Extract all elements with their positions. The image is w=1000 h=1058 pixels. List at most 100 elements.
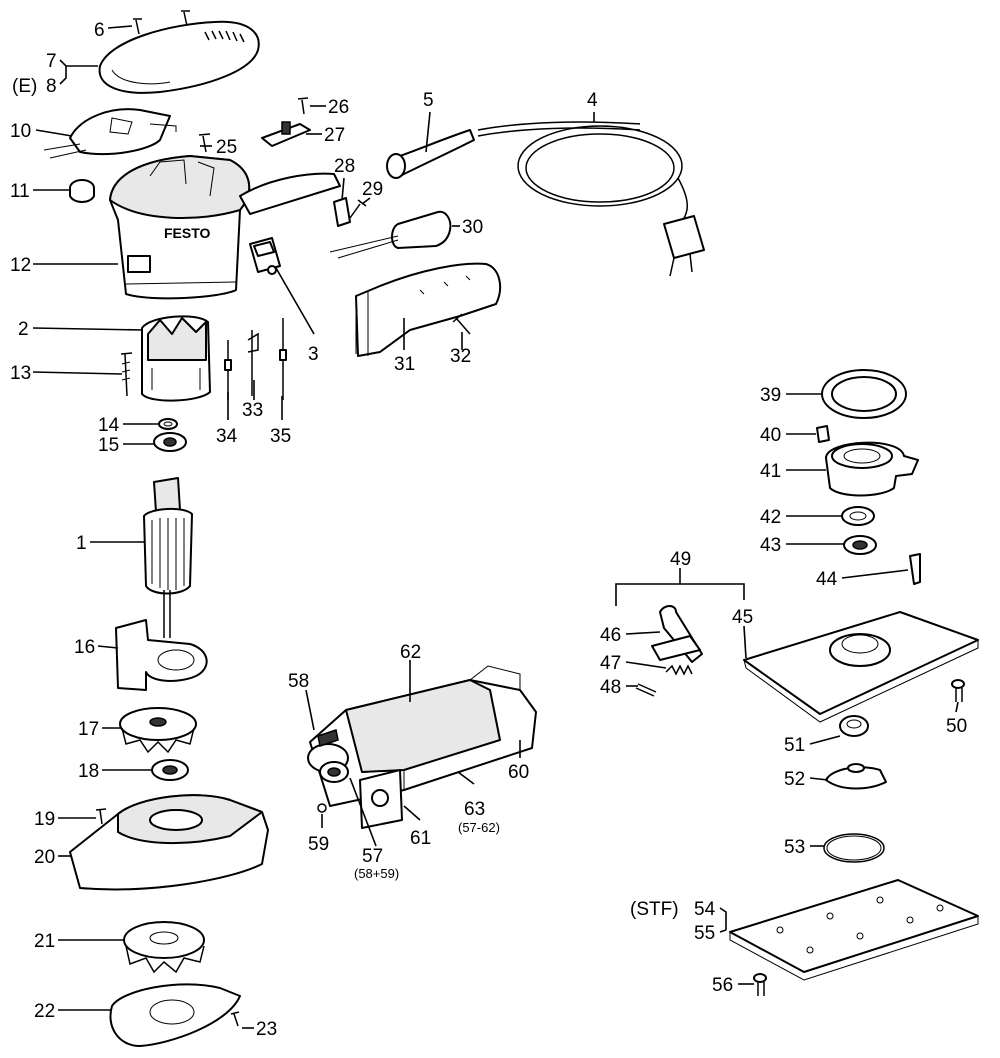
- label-20: 20: [34, 847, 55, 868]
- part-51-bearing: [839, 715, 869, 737]
- label-46: 46: [600, 625, 621, 646]
- label-51: 51: [784, 735, 805, 756]
- label-53: 53: [784, 837, 805, 858]
- label-48: 48: [600, 677, 621, 698]
- label-3: 3: [308, 344, 319, 365]
- part-52-counterweight: [825, 763, 887, 790]
- part-16-fan-shroud: [115, 619, 208, 691]
- part-57-nozzle: [307, 743, 349, 783]
- label-23: 23: [256, 1019, 277, 1040]
- part-32-screw: [452, 313, 471, 335]
- label-22: 22: [34, 1001, 55, 1022]
- part-11-knob: [69, 179, 95, 203]
- part-21-fan: [123, 921, 205, 974]
- label-49: 49: [670, 549, 691, 570]
- part-35-spring: [279, 318, 287, 400]
- part-33-brush-holder: [247, 330, 259, 396]
- label-50: 50: [946, 716, 967, 737]
- part-58-clip: [317, 729, 339, 747]
- label-54-prefix: (STF): [630, 899, 679, 920]
- label-57-note: (58+59): [354, 866, 399, 881]
- label-21: 21: [34, 931, 55, 952]
- label-10: 10: [10, 121, 31, 142]
- label-45: 45: [732, 607, 753, 628]
- label-42: 42: [760, 507, 781, 528]
- label-56: 56: [712, 975, 733, 996]
- label-58: 58: [288, 671, 309, 692]
- label-1: 1: [76, 533, 87, 554]
- part-13-screw: [120, 352, 133, 397]
- label-27: 27: [324, 125, 345, 146]
- label-57: 57: [362, 846, 383, 867]
- label-52: 52: [784, 769, 805, 790]
- label-16: 16: [74, 637, 95, 658]
- part-55-sanding-pad: [729, 879, 979, 981]
- part-53-oring: [823, 833, 885, 863]
- label-44: 44: [816, 569, 838, 590]
- label-31: 31: [394, 354, 415, 375]
- label-60: 60: [508, 762, 529, 783]
- part-30-capacitor: [329, 210, 452, 259]
- label-59: 59: [308, 834, 329, 855]
- part-labels: 6 7 (E) 8 10 11 12 2 13 14 15 1 16 17 18…: [10, 20, 967, 1040]
- label-41: 41: [760, 461, 781, 482]
- label-18: 18: [78, 761, 99, 782]
- part-34-spring: [224, 340, 232, 400]
- part-63-dust-box: [309, 665, 537, 807]
- label-28: 28: [334, 156, 355, 177]
- label-19: 19: [34, 809, 55, 830]
- label-61: 61: [410, 828, 431, 849]
- part-7-top-cover: [98, 20, 260, 94]
- label-13: 13: [10, 363, 31, 384]
- label-54: 54: [694, 899, 716, 920]
- label-5: 5: [423, 90, 434, 111]
- label-4: 4: [587, 90, 598, 111]
- part-40-screw: [816, 425, 830, 443]
- label-26: 26: [328, 97, 349, 118]
- label-39: 39: [760, 385, 781, 406]
- label-32: 32: [450, 346, 471, 367]
- label-17: 17: [78, 719, 99, 740]
- part-41-eccentric-housing: [825, 441, 919, 497]
- label-63: 63: [464, 799, 485, 820]
- part-10-switch-plate: [43, 108, 177, 159]
- part-39-ring: [821, 369, 907, 419]
- part-45-pad-carrier: [743, 611, 979, 723]
- part-12-motor-housing: FESTO: [109, 155, 341, 300]
- part-4-power-cable: [477, 121, 705, 277]
- part-18-bearing: [151, 759, 189, 781]
- part-2-stator: [141, 315, 211, 402]
- part-43-bearing: [843, 535, 877, 555]
- part-48-pin: [635, 683, 657, 697]
- part-31-handle: [355, 262, 502, 357]
- label-7: 7: [46, 51, 57, 72]
- label-34: 34: [216, 426, 238, 447]
- label-63-note: (57-62): [458, 820, 500, 835]
- part-28-terminal: [333, 197, 351, 227]
- part-50-screw: [951, 679, 965, 702]
- part-42-ring: [841, 506, 875, 526]
- part-44-pin: [909, 553, 921, 585]
- part-15-bearing: [153, 432, 187, 452]
- label-55: 55: [694, 923, 715, 944]
- part-56-screw: [753, 973, 767, 996]
- label-14: 14: [98, 415, 120, 436]
- label-2: 2: [18, 319, 29, 340]
- part-26-screw: [297, 97, 309, 115]
- label-15: 15: [98, 435, 119, 456]
- label-8: 8: [46, 76, 57, 97]
- label-33: 33: [242, 400, 263, 421]
- part-59-clip: [317, 803, 327, 813]
- label-35: 35: [270, 426, 291, 447]
- part-27-slide: [261, 121, 311, 147]
- part-17-fan: [119, 707, 197, 754]
- label-11: 11: [10, 181, 30, 202]
- label-29: 29: [362, 179, 383, 200]
- part-19-screw: [95, 808, 107, 825]
- part-6-screws: [133, 10, 190, 35]
- part-20-base-housing: [69, 794, 269, 891]
- part-5-cable-sleeve: [386, 129, 475, 179]
- brand-label: FESTO: [164, 225, 211, 241]
- part-1-armature: [143, 477, 193, 638]
